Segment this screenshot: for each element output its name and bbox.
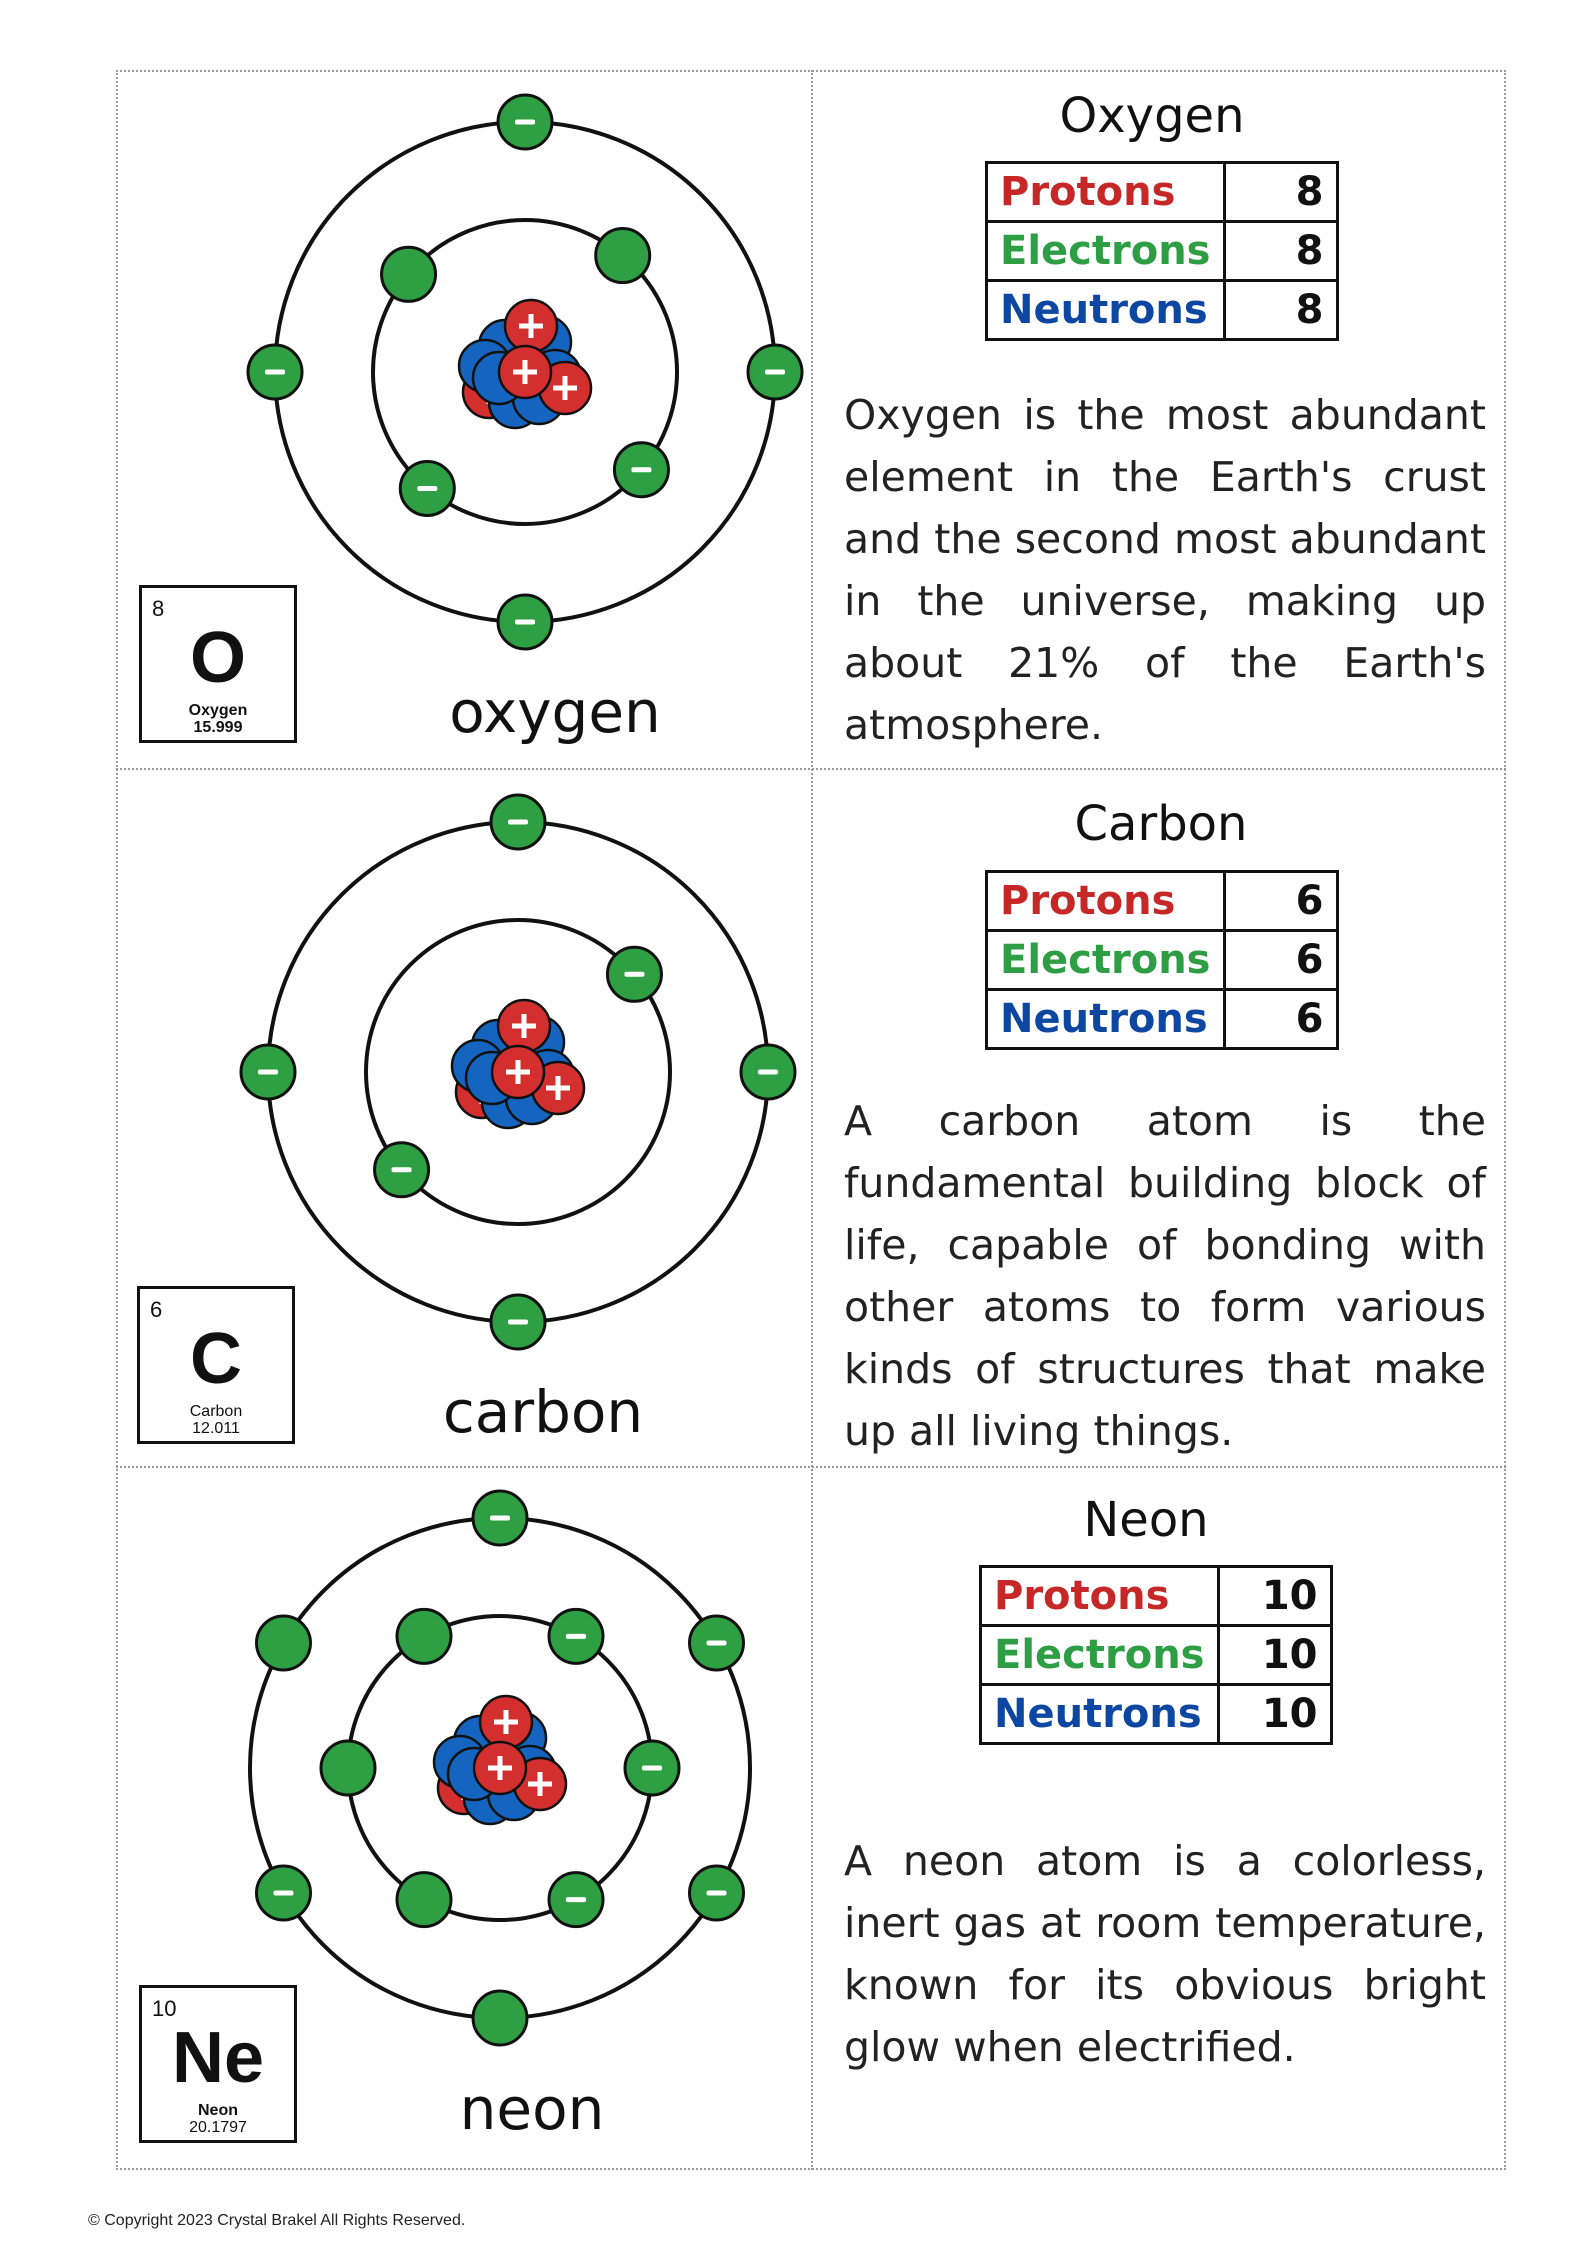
atomic-mass: 20.1797 — [189, 2119, 247, 2136]
protons-label: Protons — [985, 870, 1226, 932]
electron — [688, 1614, 746, 1672]
neon-particle-table: Protons 10 Electrons 10 Neutrons 10 — [979, 1565, 1333, 1745]
electron — [254, 1864, 312, 1922]
neon-periodic-tile: 10 Ne Neon 20.1797 — [139, 1985, 297, 2143]
protons-row: Protons 6 — [985, 870, 1339, 932]
electrons-row: Electrons 10 — [979, 1624, 1333, 1686]
electron — [496, 93, 554, 151]
row-divider — [116, 1466, 1506, 1468]
element-symbol: Ne — [171, 2018, 265, 2098]
atomic-number: 6 — [150, 1297, 163, 1322]
neutrons-label: Neutrons — [985, 279, 1226, 341]
inner-shell — [364, 918, 672, 1226]
oxygen-name-label: oxygen — [449, 678, 661, 746]
electrons-count: 6 — [1222, 929, 1339, 991]
oxygen-title: Oxygen — [1059, 88, 1245, 144]
protons-label: Protons — [979, 1565, 1220, 1627]
tile-element-name: Oxygen — [188, 702, 248, 719]
nucleus — [457, 298, 593, 430]
nucleus — [432, 1694, 568, 1826]
carbon-title: Carbon — [1074, 796, 1248, 852]
electrons-row: Electrons 6 — [985, 929, 1339, 991]
electron — [254, 1614, 312, 1672]
atomic-number: 8 — [152, 596, 165, 621]
electron — [246, 343, 304, 401]
protons-row: Protons 10 — [979, 1565, 1333, 1627]
protons-label: Protons — [985, 161, 1226, 223]
electron — [605, 945, 663, 1003]
electrons-label: Electrons — [985, 220, 1226, 282]
oxygen-periodic-tile: 8 O Oxygen 15.999 — [139, 585, 297, 743]
electrons-count: 10 — [1216, 1624, 1333, 1686]
neon-title: Neon — [1083, 1492, 1209, 1548]
electrons-count: 8 — [1222, 220, 1339, 282]
row-divider — [116, 768, 1506, 770]
electron — [547, 1607, 605, 1665]
electron — [496, 593, 554, 651]
electrons-label: Electrons — [979, 1624, 1220, 1686]
electron — [489, 793, 547, 851]
neutrons-count: 8 — [1222, 279, 1339, 341]
electrons-row: Electrons 8 — [985, 220, 1339, 282]
tile-element-name: Carbon — [189, 1403, 243, 1420]
electrons-label: Electrons — [985, 929, 1226, 991]
electron — [594, 227, 652, 285]
neutrons-count: 10 — [1216, 1683, 1333, 1745]
protons-row: Protons 8 — [985, 161, 1339, 223]
carbon-description: A carbon atom is the fundamental buildin… — [844, 1097, 1486, 1455]
neutrons-label: Neutrons — [979, 1683, 1220, 1745]
neutrons-count: 6 — [1222, 988, 1339, 1050]
electron — [373, 1141, 431, 1199]
element-symbol: O — [189, 618, 246, 698]
protons-count: 6 — [1222, 870, 1339, 932]
neutrons-row: Neutrons 8 — [985, 279, 1339, 341]
electron — [612, 441, 670, 499]
neutrons-row: Neutrons 10 — [979, 1683, 1333, 1745]
neutrons-row: Neutrons 6 — [985, 988, 1339, 1050]
carbon-periodic-tile: 6 C Carbon 12.011 — [137, 1286, 295, 1444]
carbon-atom-diagram — [239, 793, 797, 1351]
protons-count: 10 — [1216, 1565, 1333, 1627]
electron — [395, 1607, 453, 1665]
electron — [319, 1739, 377, 1797]
nucleus — [450, 998, 586, 1130]
atomic-mass: 15.999 — [193, 719, 243, 736]
neutrons-label: Neutrons — [985, 988, 1226, 1050]
oxygen-atom-diagram — [246, 93, 804, 651]
electron — [746, 343, 804, 401]
electron — [239, 1043, 297, 1101]
electron — [547, 1871, 605, 1929]
copyright-footer: © Copyright 2023 Crystal Brakel All Righ… — [88, 2212, 466, 2229]
carbon-particle-table: Protons 6 Electrons 6 Neutrons 6 — [985, 870, 1339, 1050]
electron — [688, 1864, 746, 1922]
atomic-number: 10 — [152, 1996, 177, 2021]
electron — [489, 1293, 547, 1351]
oxygen-description: Oxygen is the most abundant element in t… — [844, 391, 1486, 749]
electron — [395, 1871, 453, 1929]
column-divider — [811, 70, 813, 2170]
neon-name-label: neon — [459, 2075, 605, 2143]
element-symbol: C — [190, 1319, 242, 1399]
atomic-mass: 12.011 — [192, 1420, 240, 1437]
neon-description: A neon atom is a colorless, inert gas at… — [844, 1837, 1486, 2071]
electron — [623, 1739, 681, 1797]
tile-element-name: Neon — [198, 2102, 238, 2119]
electron — [471, 1489, 529, 1547]
electron — [471, 1989, 529, 2047]
neon-atom-diagram — [248, 1489, 752, 2047]
oxygen-particle-table: Protons 8 Electrons 8 Neutrons 8 — [985, 161, 1339, 341]
electron — [739, 1043, 797, 1101]
electron — [380, 245, 438, 303]
protons-count: 8 — [1222, 161, 1339, 223]
electron — [398, 459, 456, 517]
inner-shell — [371, 218, 679, 526]
carbon-name-label: carbon — [442, 1378, 644, 1446]
